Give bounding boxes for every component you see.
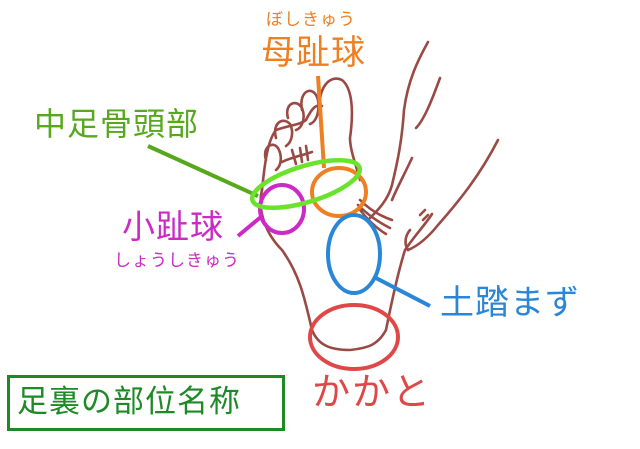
shoshikyu-leader (236, 214, 264, 238)
shoshikyu-reading: しょうしきゅう (114, 251, 240, 271)
foot-outline (259, 40, 500, 352)
tsuchifumazu-label: 土踏まず (440, 283, 580, 323)
title-box (7, 375, 285, 431)
tsuchifumazu-ellipse (326, 213, 382, 295)
kakato-ellipse (308, 303, 400, 371)
boshikyu-circle (310, 166, 368, 218)
chusokotsutobu-leader (147, 144, 259, 198)
chusokotsutobu-ellipse (249, 157, 363, 211)
boshikyu-reading: ぼしきゅう (266, 10, 356, 30)
chusokotsutobu-label: 中足骨頭部 (34, 105, 200, 143)
shoshikyu-label: 小趾球 (122, 207, 224, 246)
shoshikyu-circle (258, 183, 306, 235)
tsuchifumazu-leader (375, 276, 431, 308)
diagram-title: 足裏の部位名称 (17, 384, 241, 420)
kakato-label: かかと (312, 370, 433, 414)
boshikyu-leader (316, 75, 326, 169)
boshikyu-label: 母趾球 (261, 33, 366, 73)
